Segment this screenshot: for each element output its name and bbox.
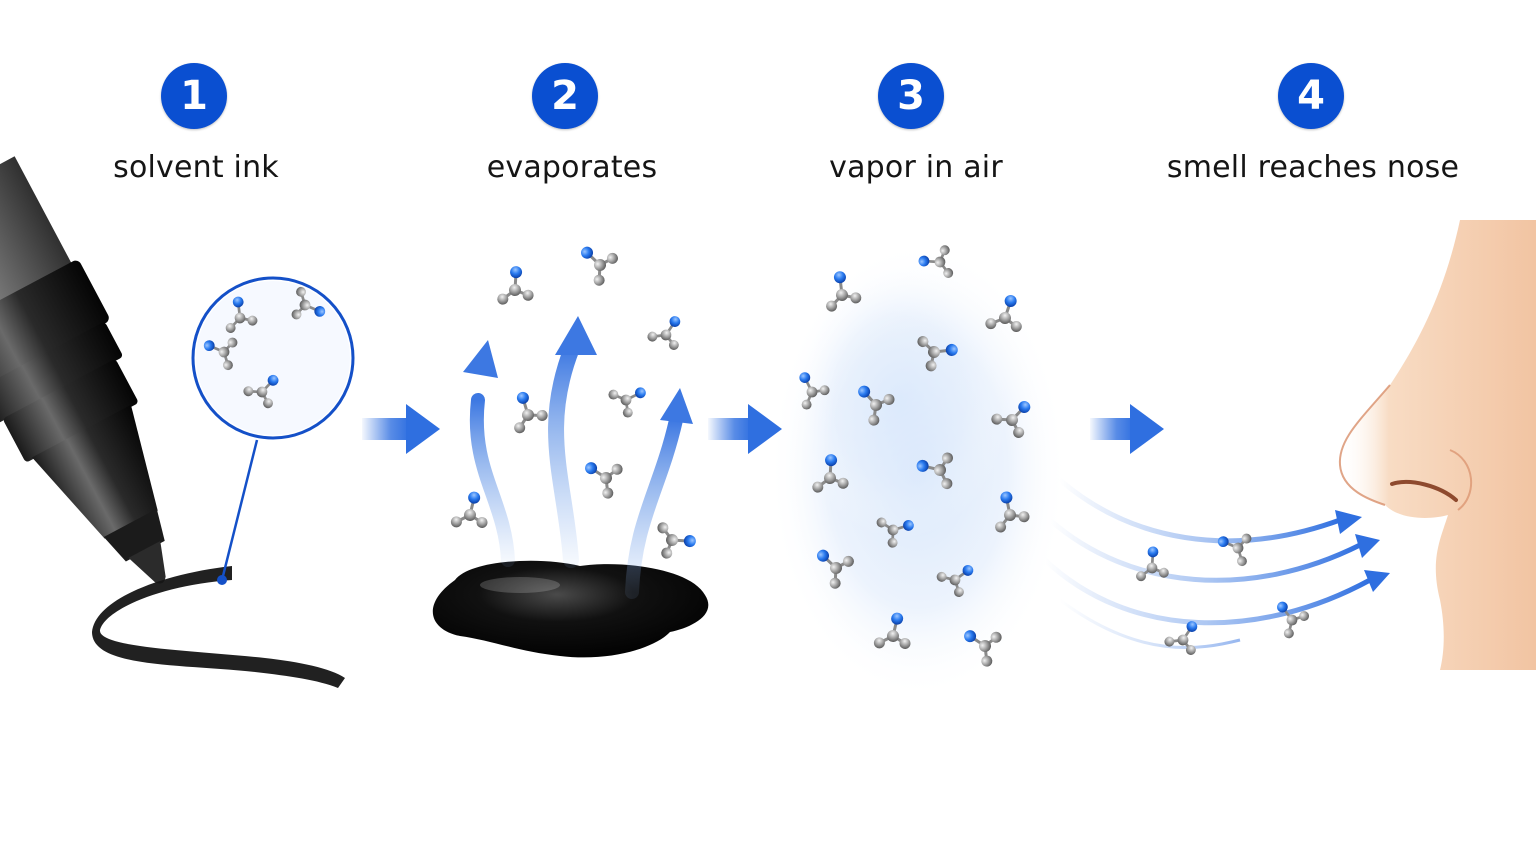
magnifier-lens-icon [191,276,355,585]
step-4-label: smell reaches nose [1166,150,1460,185]
molecule-icon [291,286,326,320]
molecule-icon [647,316,681,350]
marker-pen-icon [0,156,166,584]
molecule-icon [936,565,974,598]
step-2-label: evaporates [486,150,658,185]
molecule-icon [203,337,238,371]
molecule-icon [817,549,854,589]
flow-arrow-icon [1090,404,1164,454]
ink-stroke [92,566,345,688]
molecule-icon [812,454,849,493]
molecule-icon [1217,533,1252,567]
flow-arrow-icon [362,404,440,454]
ink-puddle-icon [432,560,709,658]
step-4-badge: 4 [1278,63,1344,129]
molecule-icon [497,266,534,305]
vapor-cloud-icon [768,240,1068,700]
molecule-icon [873,612,911,649]
rising-vapor-arrows [463,316,693,599]
nose-icon [1338,220,1536,670]
molecule-icon [243,374,279,409]
molecule-icon [991,401,1031,438]
molecule-icon [657,522,696,559]
step-2-badge: 2 [532,63,598,129]
step-3-badge: 3 [878,63,944,129]
molecule-icon [858,385,895,426]
molecule-icon [799,372,830,410]
molecule-icon [1164,621,1198,655]
molecule-icon [876,517,914,548]
molecule-icon [581,246,618,286]
molecule-icon [918,245,954,278]
molecule-icon [985,295,1022,332]
molecule-icon [608,387,646,418]
molecules-layer [203,245,1310,667]
step-3-label: vapor in air [829,150,1003,185]
molecule-icon [450,491,488,528]
molecule-icon [1277,601,1310,639]
molecule-icon [917,336,958,372]
air-stream-arrows [1043,478,1390,650]
molecule-icon [995,491,1030,533]
molecule-icon [225,296,258,333]
step-1-label: solvent ink [113,150,279,185]
molecule-icon [514,391,548,434]
flow-arrow-icon [708,404,782,454]
molecule-icon [964,630,1002,667]
step-1-badge: 1 [161,63,227,129]
molecule-icon [1136,546,1169,582]
molecule-icon [826,271,862,312]
molecule-icon [585,462,623,499]
molecule-icon [916,452,953,490]
